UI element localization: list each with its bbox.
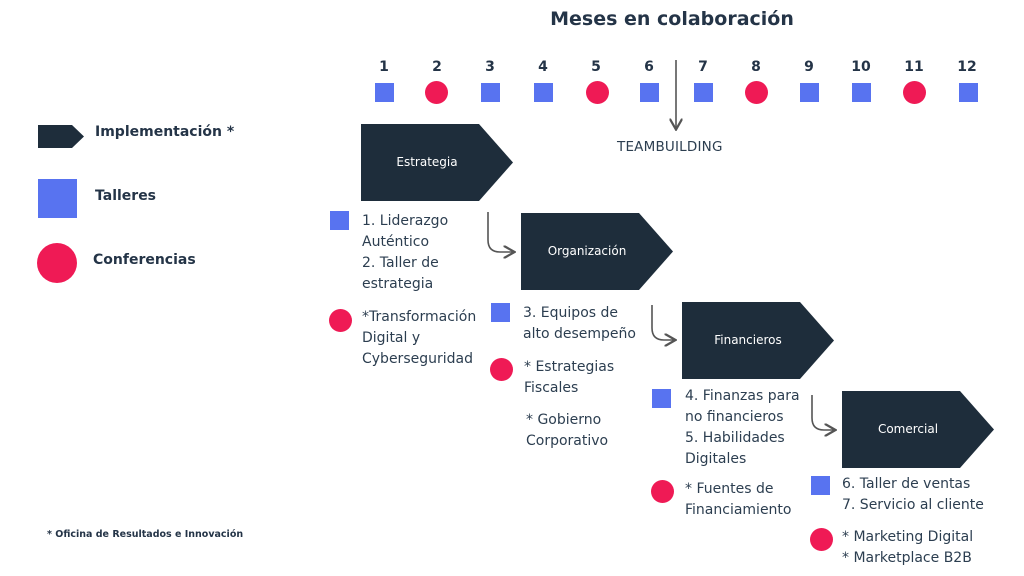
month-8-conference-marker bbox=[745, 81, 768, 104]
organizacion-conferences-text: * Estrategias Fiscales bbox=[524, 359, 615, 396]
month-label: 10 bbox=[851, 59, 871, 75]
financieros-conferences-text: * Fuentes de Financiamiento bbox=[685, 481, 792, 518]
month-10-workshop-marker bbox=[852, 83, 871, 102]
month-1-workshop-marker bbox=[375, 83, 394, 102]
comercial-workshops-text: 6. Taller de ventas 7. Servicio al clien… bbox=[842, 476, 984, 513]
month-label: 12 bbox=[957, 59, 977, 75]
stage-comercial-label: Comercial bbox=[877, 422, 939, 436]
month-12-workshop-marker bbox=[959, 83, 978, 102]
month-6-workshop-marker bbox=[640, 83, 659, 102]
financieros-workshop-marker bbox=[652, 389, 671, 408]
organizacion-workshops-text: 3. Equipos de alto desempeño bbox=[523, 305, 636, 342]
month-9-workshop-marker bbox=[800, 83, 819, 102]
timeline-title: Meses en colaboración bbox=[550, 8, 794, 30]
legend-conferences-label: Conferencias bbox=[93, 252, 196, 268]
month-label: 2 bbox=[432, 59, 442, 75]
month-2-conference-marker bbox=[425, 81, 448, 104]
month-label: 8 bbox=[751, 59, 761, 75]
month-label: 4 bbox=[538, 59, 548, 75]
stage-comercial: Comercial bbox=[842, 391, 994, 468]
month-label: 5 bbox=[591, 59, 601, 75]
month-label: 7 bbox=[698, 59, 708, 75]
footnote: * Oficina de Resultados e Innovación bbox=[47, 529, 244, 540]
legend-workshop-square-icon bbox=[38, 179, 77, 218]
stage-financieros-label: Financieros bbox=[714, 333, 782, 347]
month-label: 1 bbox=[379, 59, 389, 75]
implementation-arrow-icon bbox=[38, 125, 84, 148]
month-label: 3 bbox=[485, 59, 495, 75]
connector-estrategia-organizacion bbox=[487, 212, 513, 252]
financieros-workshops-text: 4. Finanzas para no financieros 5. Habil… bbox=[685, 388, 800, 467]
month-3-workshop-marker bbox=[481, 83, 500, 102]
estrategia-workshop-marker bbox=[330, 211, 349, 230]
estrategia-conferences-text: *Transformación Digital y Cyberseguridad bbox=[362, 309, 477, 367]
estrategia-workshops-text: 1. Liderazgo Auténtico 2. Taller de estr… bbox=[362, 213, 449, 292]
estrategia-conference-marker bbox=[329, 309, 352, 332]
comercial-workshop-marker bbox=[811, 476, 830, 495]
month-4-workshop-marker bbox=[534, 83, 553, 102]
stage-estrategia: Estrategia bbox=[361, 124, 513, 201]
legend-workshops-label: Talleres bbox=[95, 188, 157, 204]
month-11-conference-marker bbox=[903, 81, 926, 104]
organizacion-conferences-extra-text: * Gobierno Corporativo bbox=[526, 412, 609, 449]
teambuilding-label: TEAMBUILDING bbox=[617, 139, 723, 155]
stage-organizacion-label: Organización bbox=[547, 244, 627, 258]
legend-implementation-label: Implementación * bbox=[95, 124, 235, 140]
connector-financieros-comercial bbox=[811, 395, 834, 430]
comercial-conferences-text: * Marketing Digital * Marketplace B2B bbox=[842, 529, 974, 566]
stage-estrategia-label: Estrategia bbox=[396, 155, 458, 169]
stage-organizacion: Organización bbox=[521, 213, 673, 290]
month-5-conference-marker bbox=[586, 81, 609, 104]
connector-organizacion-financieros bbox=[651, 305, 674, 340]
month-label: 11 bbox=[904, 59, 924, 75]
month-7-workshop-marker bbox=[694, 83, 713, 102]
month-label: 6 bbox=[644, 59, 654, 75]
comercial-conference-marker bbox=[810, 528, 833, 551]
month-label: 9 bbox=[804, 59, 814, 75]
organizacion-conference-marker bbox=[490, 358, 513, 381]
legend-conference-circle-icon bbox=[37, 243, 77, 283]
stage-financieros: Financieros bbox=[682, 302, 834, 379]
financieros-conference-marker bbox=[651, 480, 674, 503]
organizacion-workshop-marker bbox=[491, 303, 510, 322]
